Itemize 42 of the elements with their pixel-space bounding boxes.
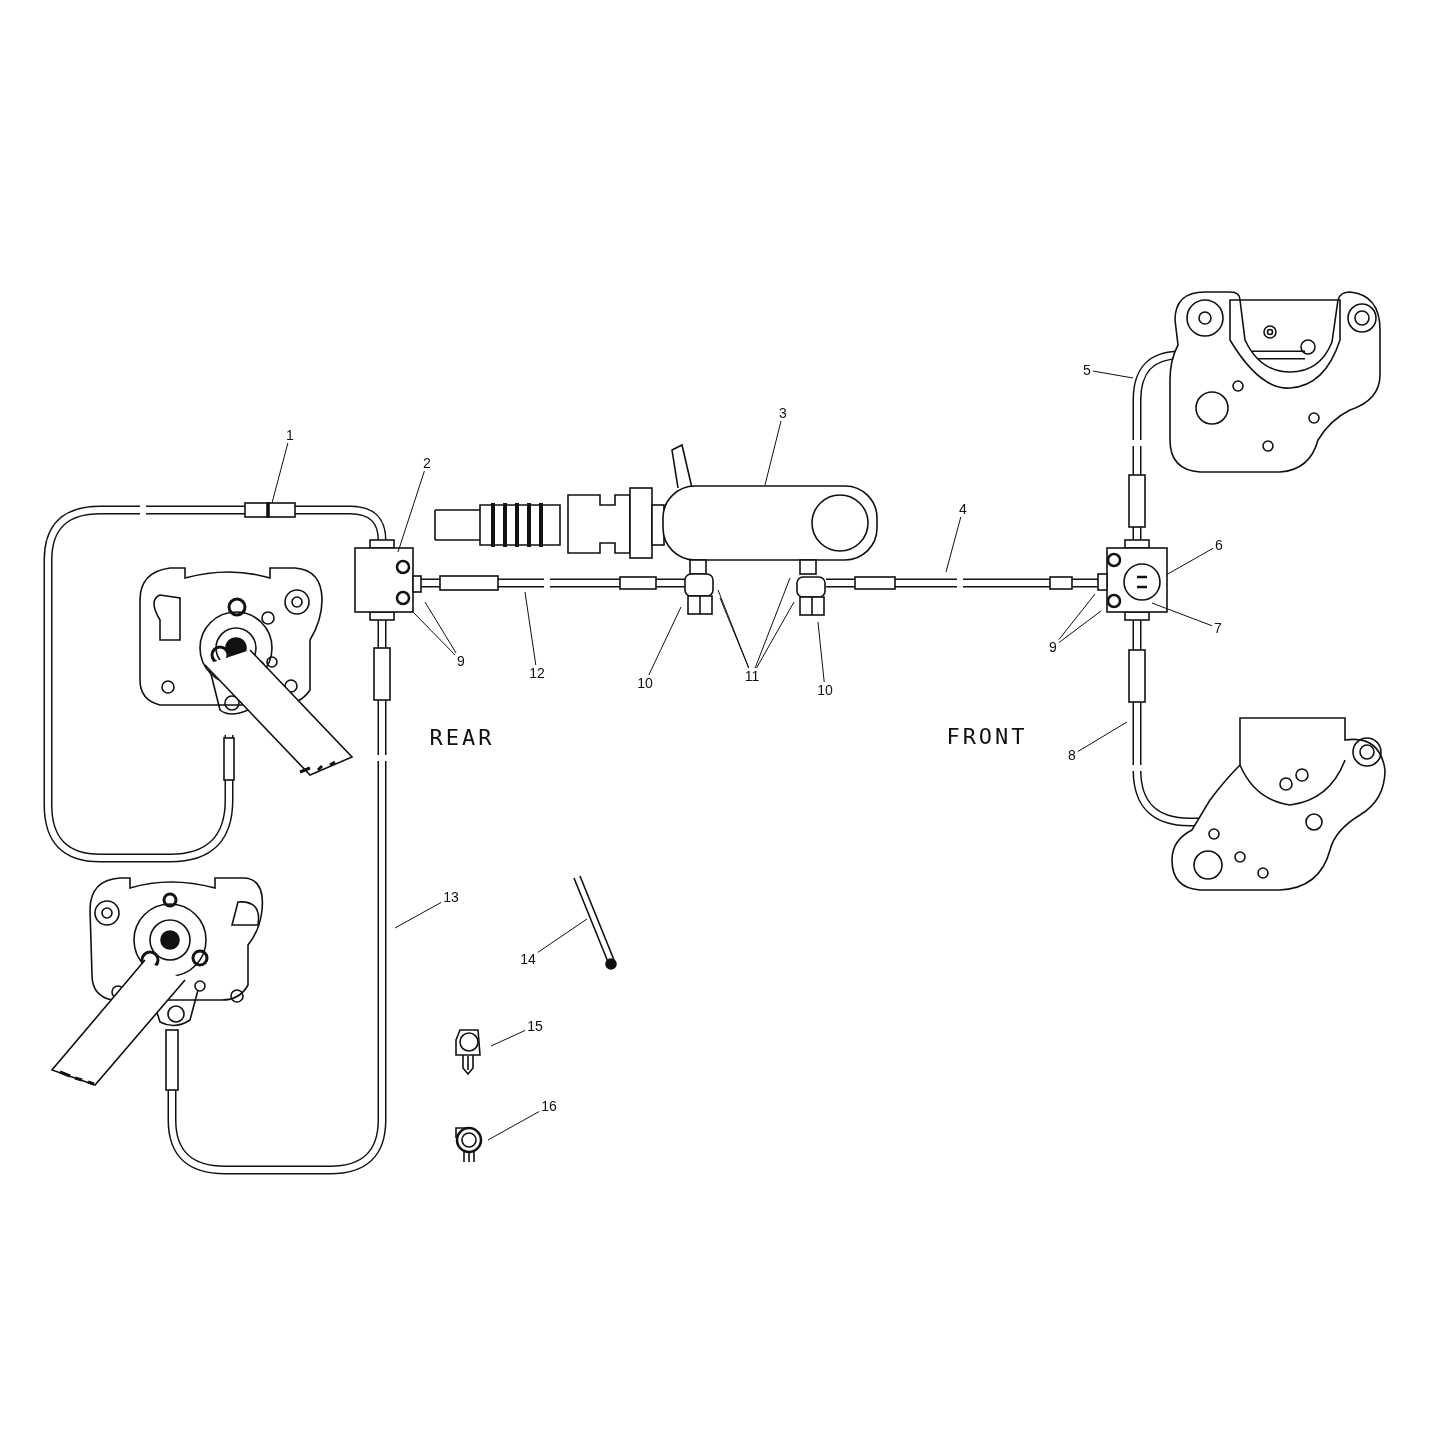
leader-line: [817, 621, 825, 683]
direction-label: FRONT: [946, 726, 1028, 748]
callout-number: 9: [455, 653, 467, 669]
callout-number: 6: [1213, 537, 1225, 553]
callout-number: 3: [777, 405, 789, 421]
leader-line: [424, 601, 457, 654]
leader-line: [648, 606, 682, 676]
leader-line: [490, 1029, 526, 1047]
callout-number: 9: [1047, 639, 1059, 655]
leader-line: [397, 470, 425, 553]
callout-number: 2: [421, 455, 433, 471]
leader-line: [271, 442, 289, 504]
leader-line: [487, 1111, 540, 1141]
leader-line: [394, 901, 442, 929]
leader-line: [524, 591, 537, 666]
leader-line: [537, 918, 588, 953]
leader-line: [754, 577, 791, 669]
callout-number: 14: [518, 951, 538, 967]
leader-line: [719, 597, 750, 669]
callout-number: 1: [284, 427, 296, 443]
leader-line: [411, 610, 456, 656]
callout-number: 7: [1212, 620, 1224, 636]
callout-number: 10: [635, 675, 655, 691]
callout-number: 13: [441, 889, 461, 905]
leader-line: [756, 601, 795, 669]
callout-number: 11: [742, 668, 762, 684]
leader-line: [1058, 593, 1096, 641]
leader-line: [1092, 370, 1134, 379]
callout-number: 8: [1066, 747, 1078, 763]
callout-number: 5: [1081, 362, 1093, 378]
callout-number: 15: [525, 1018, 545, 1034]
leader-line: [945, 516, 962, 573]
leader-line: [764, 420, 782, 486]
leader-line: [1058, 610, 1102, 644]
direction-label: REAR: [429, 727, 495, 749]
leader-line: [1151, 602, 1213, 627]
callout-number: 10: [815, 682, 835, 698]
callout-number: 4: [957, 501, 969, 517]
leader-line: [1077, 721, 1128, 752]
callout-number: 16: [539, 1098, 559, 1114]
callout-number: 12: [527, 665, 547, 681]
leader-line: [1165, 547, 1214, 576]
